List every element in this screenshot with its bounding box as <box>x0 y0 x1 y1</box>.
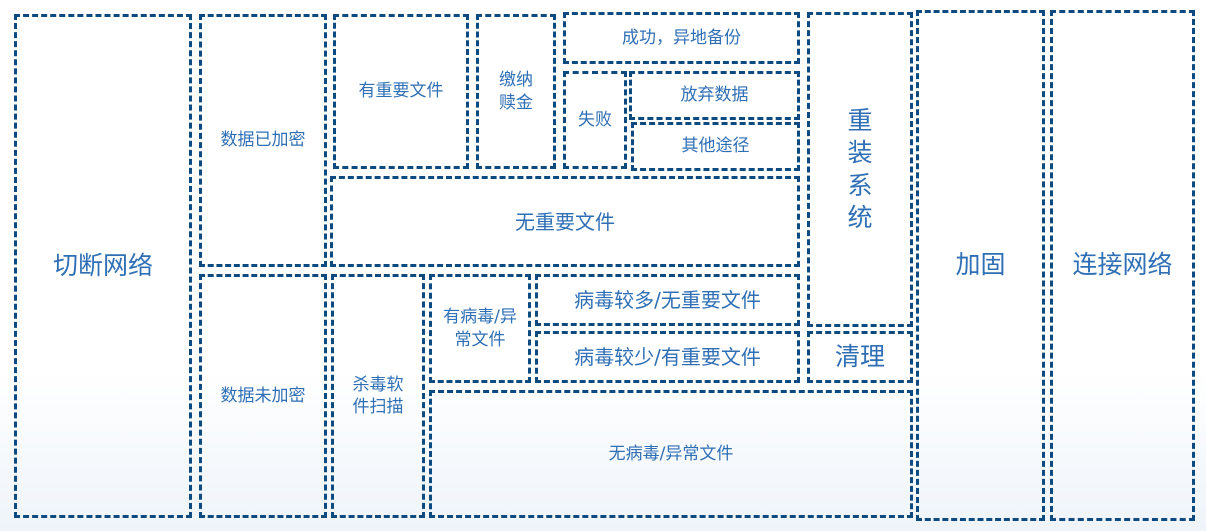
node-pay-ransom: 缴纳赎金 <box>476 14 556 169</box>
node-important-files: 有重要文件 <box>333 14 469 169</box>
node-clean: 清理 <box>807 331 913 383</box>
node-harden: 加固 <box>916 10 1045 521</box>
label: 数据未加密 <box>220 385 306 406</box>
label: 其他途径 <box>681 136 750 157</box>
label: 连接网络 <box>1072 250 1173 280</box>
node-many-virus: 病毒较多/无重要文件 <box>535 274 800 326</box>
label: 有重要文件 <box>358 81 444 102</box>
node-fail: 失败 <box>563 71 627 169</box>
label: 杀毒软件扫描 <box>352 374 404 417</box>
node-other-ways: 其他途径 <box>631 122 800 171</box>
label: 重装系统 <box>847 105 873 233</box>
node-few-virus: 病毒较少/有重要文件 <box>535 331 800 383</box>
label: 有病毒/异常文件 <box>443 307 517 350</box>
label: 加固 <box>955 250 1006 280</box>
node-abandon-data: 放弃数据 <box>629 71 800 120</box>
label: 切断网络 <box>52 250 153 280</box>
node-connect-network: 连接网络 <box>1050 10 1195 521</box>
label: 无病毒/异常文件 <box>608 443 734 464</box>
node-data-encrypted: 数据已加密 <box>199 14 327 267</box>
label: 放弃数据 <box>680 85 749 106</box>
label: 清理 <box>834 341 885 371</box>
label: 缴纳赎金 <box>499 70 533 113</box>
label: 病毒较多/无重要文件 <box>574 288 761 312</box>
label: 无重要文件 <box>515 209 615 234</box>
node-antivirus-scan: 杀毒软件扫描 <box>331 274 425 518</box>
label: 成功，异地备份 <box>622 27 741 48</box>
node-data-not-encrypted: 数据未加密 <box>199 274 327 518</box>
node-no-virus: 无病毒/异常文件 <box>429 390 913 518</box>
node-cut-network: 切断网络 <box>14 14 192 518</box>
node-no-important-files: 无重要文件 <box>330 176 800 267</box>
node-virus-found: 有病毒/异常文件 <box>429 274 531 383</box>
node-success-backup: 成功，异地备份 <box>563 12 800 64</box>
node-reinstall-system: 重装系统 <box>807 12 913 327</box>
label: 数据已加密 <box>220 130 306 151</box>
label: 病毒较少/有重要文件 <box>574 345 761 369</box>
label: 失败 <box>578 109 612 130</box>
